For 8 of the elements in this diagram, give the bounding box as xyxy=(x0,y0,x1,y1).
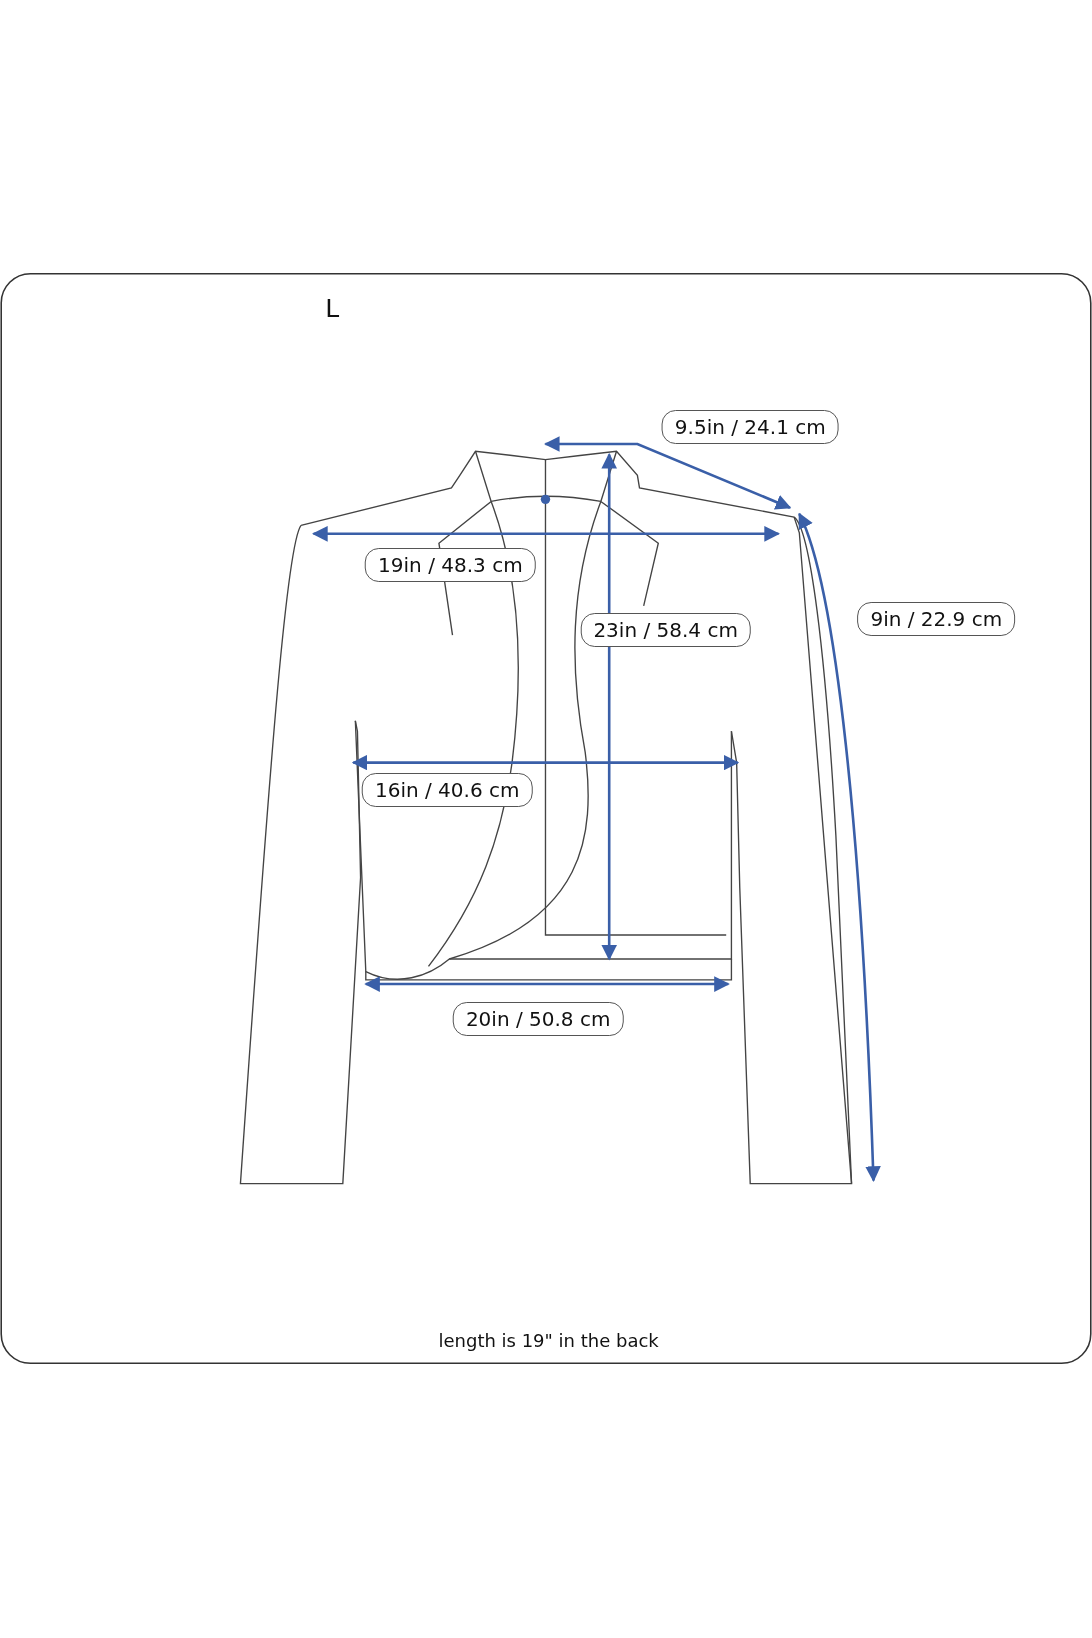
measurement-label: 19in / 48.3 cm xyxy=(365,548,536,583)
measurement-label: 20in / 50.8 cm xyxy=(452,1001,624,1036)
measurement-label: 9in / 22.9 cm xyxy=(857,601,1016,636)
caption: length is 19" in the back xyxy=(438,1329,659,1351)
measurement-label: 9.5in / 24.1 cm xyxy=(661,410,839,445)
measurement-label: 16in / 40.6 cm xyxy=(362,773,533,807)
size-label: L xyxy=(325,293,340,323)
measurement-label: 23in / 58.4 cm xyxy=(580,613,751,648)
